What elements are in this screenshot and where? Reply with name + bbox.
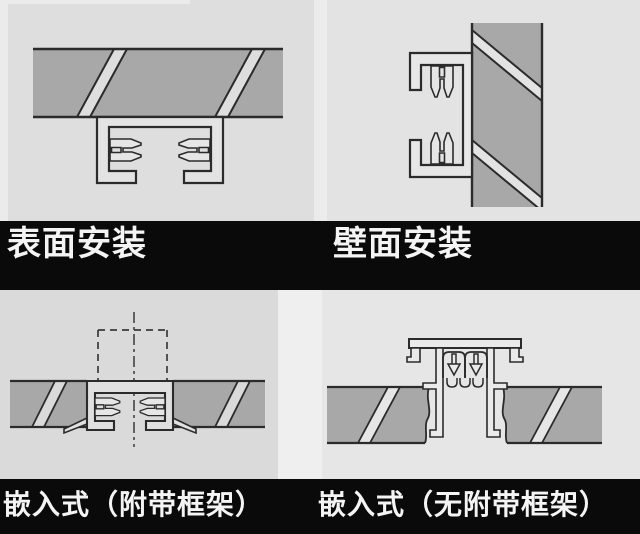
conductor-clip-top [430,65,454,98]
recess-outline-dashed [97,312,168,447]
wall-mount-diagram [408,23,544,207]
conductor-clip-right [139,397,166,417]
conductor-clip-left [94,397,121,417]
conductor-clip-left [109,138,142,162]
label-recessed-with-frame: 嵌入式（附带框架） [3,489,265,520]
ceiling-slab [33,47,283,119]
label-wall-mount: 壁面安装 [333,225,473,263]
track-profile [95,115,225,185]
recessed-frameless-diagram [327,338,602,445]
recessed-frame-diagram [10,312,265,447]
ceiling-slab-right [501,385,602,445]
ceiling-slab-left [10,379,87,429]
label-surface-mount: 表面安装 [7,225,147,263]
panel-recessed-with-frame [0,290,320,479]
conductor-clip-bottom [430,132,454,165]
track-profile [63,379,197,435]
cut-edge-right [501,386,508,444]
spring-arch-right [464,351,488,378]
spring-arch-left [442,351,466,378]
label-recessed-without-frame: 嵌入式（无附带框架） [318,489,609,520]
ceiling-slab-left [327,385,431,445]
conductor-clip-right [178,138,211,162]
top-plate [408,338,522,349]
scan-edge-left [0,0,8,221]
panel-wall-mount [320,0,640,221]
panel-recessed-without-frame [320,290,640,479]
ceiling-slab-right [173,379,265,429]
track-profile [406,338,524,438]
throat-wall-left [422,347,444,438]
surface-mount-diagram [33,47,283,185]
cut-edge-left [424,386,431,444]
scan-edge-top [0,0,190,4]
retainer-hooks [446,378,484,388]
end-stem-left [406,347,421,363]
label-band-bottom: 嵌入式（附带框架） 嵌入式（无附带框架） [0,479,640,534]
panel-surface-mount [0,0,320,221]
throat-wall-right [486,347,508,438]
end-stem-right [509,347,524,363]
label-band-top: 表面安装 壁面安装 [0,221,640,290]
column-divider-bottom [278,290,322,479]
wall-slab [470,23,544,207]
column-divider-top [314,0,327,221]
track-profile [408,51,474,179]
